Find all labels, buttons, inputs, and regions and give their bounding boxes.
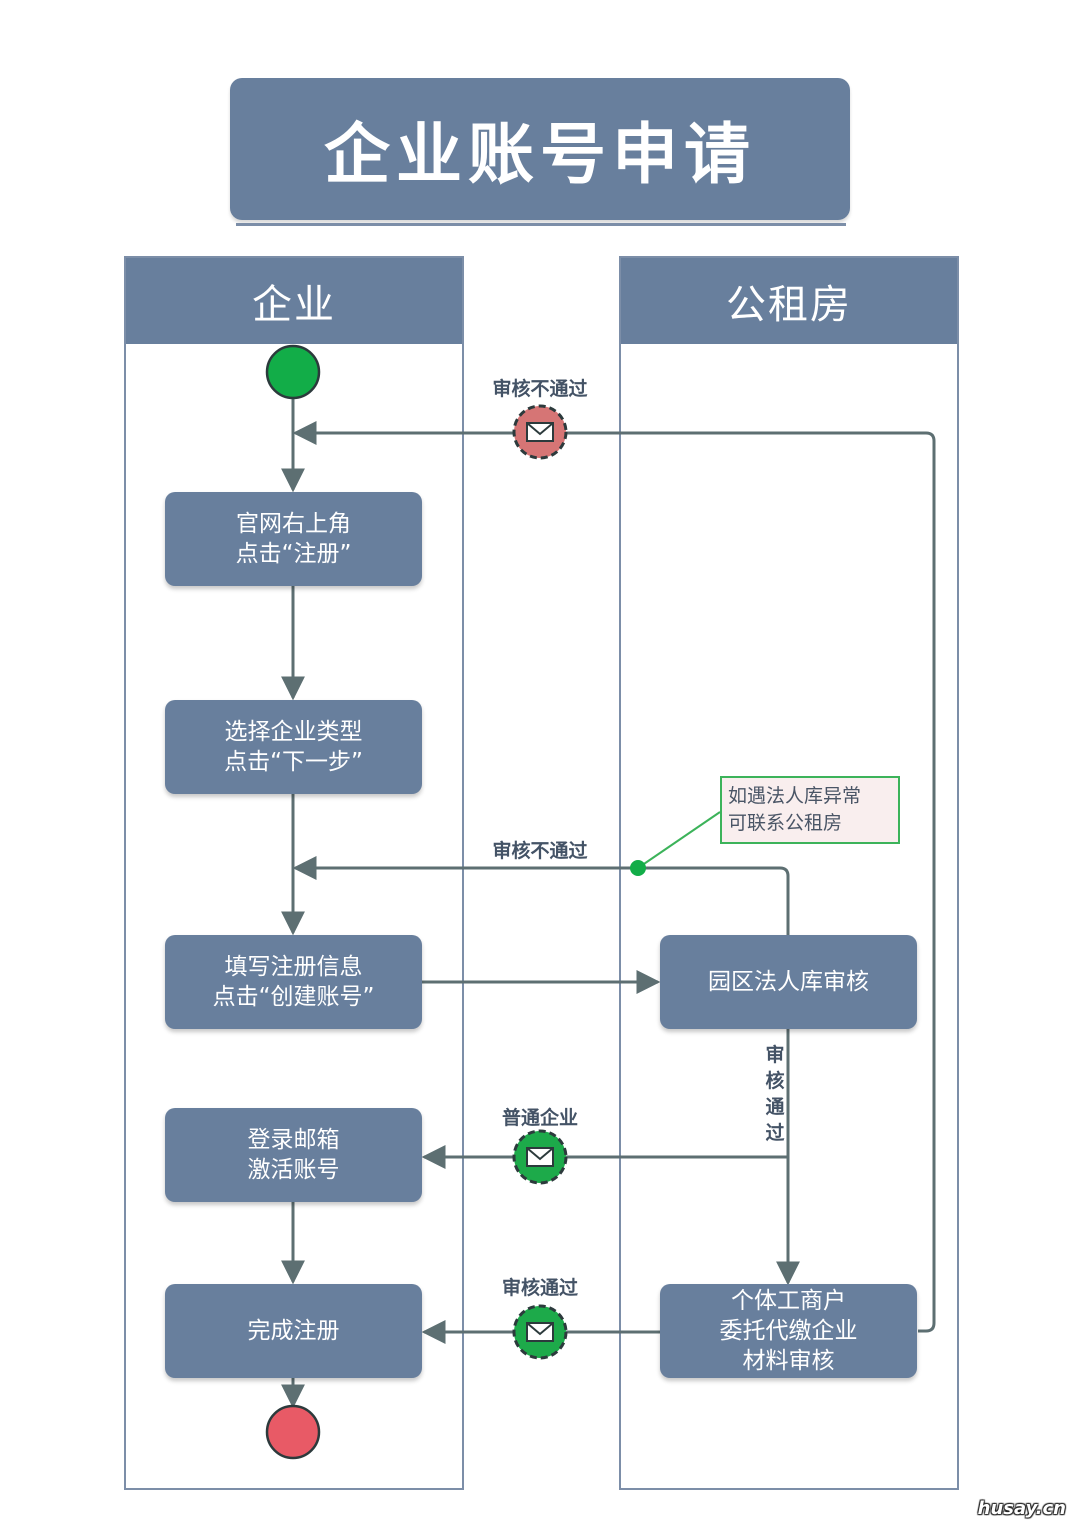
envelope-icon [526,422,554,442]
note-connector [637,811,721,869]
step-fill-info: 填写注册信息 点击“创建账号” [165,935,422,1029]
step-select-type: 选择企业类型 点击“下一步” [165,700,422,794]
watermark: husay.cn [977,1498,1066,1519]
step-complete: 完成注册 [165,1284,422,1378]
note-connector-dot [630,860,646,876]
arrow-reject-top [292,421,936,1333]
step-register: 官网右上角 点击“注册” [165,492,422,586]
start-node [265,344,321,400]
title-underline [236,223,846,226]
lane-enterprise-header: 企业 [126,258,462,344]
diagram-title: 企业账号申请 [230,78,850,220]
label-normal-enterprise: 普通企业 [501,1107,578,1129]
note-box: 如遇法人库异常 可联系公租房 [720,776,900,844]
envelope-icon [526,1147,554,1167]
step-activate: 登录邮箱 激活账号 [165,1108,422,1202]
step-park-review: 园区法人库审核 [660,935,917,1029]
end-node [265,1404,321,1460]
label-approved-bottom: 审核通过 [501,1277,578,1299]
label-reject-mid: 审核不通过 [492,840,588,862]
envelope-icon [526,1322,554,1342]
mail-normal-enterprise [512,1129,568,1185]
mail-approved-bottom [512,1304,568,1360]
step-individual-review: 个体工商户 委托代缴企业 材料审核 [660,1284,917,1378]
arrow-reject-mid [292,856,790,935]
label-reject-top: 审核不通过 [492,378,588,400]
mail-reject-top [512,404,568,460]
label-approved-vertical: 审核通过 [765,1044,785,1144]
lane-public-housing-header: 公租房 [621,258,957,344]
